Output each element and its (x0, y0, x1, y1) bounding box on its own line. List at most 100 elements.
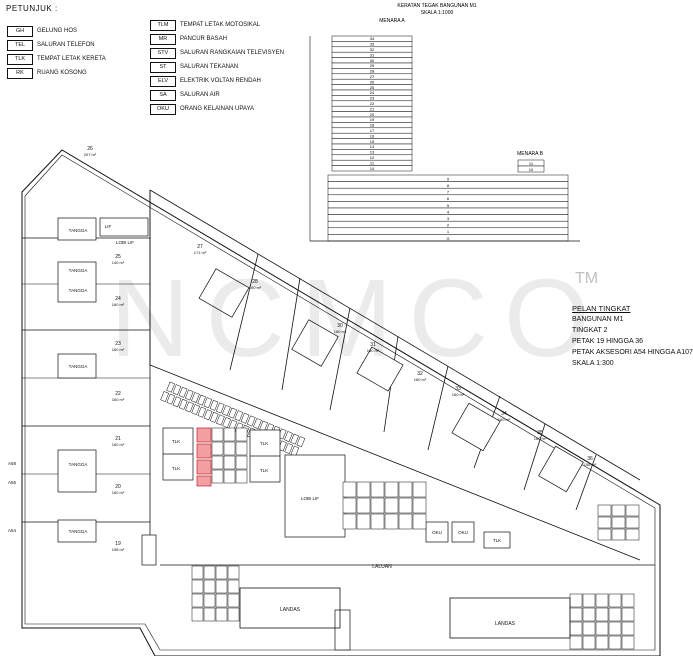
landas-area (449, 597, 571, 639)
landas-areas (160, 564, 655, 639)
legend-label-rk: RUANG KOSONG (37, 70, 87, 76)
tower-a-floor-number: 24 (370, 90, 375, 95)
tower-a-floor-number: 14 (370, 144, 375, 149)
tower-a-floor-number: 17 (370, 128, 375, 133)
legend-code-st: ST (150, 62, 176, 73)
accessory-grid-e (597, 504, 640, 541)
tower-a-floor-number: 16 (370, 133, 375, 138)
podium-floor-number: 1 (447, 229, 450, 234)
legend-title: PETUNJUK : (6, 4, 58, 13)
elevation-title: KERATAN TEGAK BANGUNAN M1 (397, 3, 476, 9)
podium-floor-number: 3 (447, 216, 450, 221)
legend-code-gh: GH (7, 26, 33, 37)
accessory-parcel (235, 469, 248, 484)
accessory-parcel (597, 516, 612, 529)
elevation-scale: SKALA 1:1000 (421, 10, 454, 16)
parcel-number: 21 (115, 436, 121, 442)
stair-block (291, 319, 339, 367)
stair-block (57, 217, 97, 241)
accessory-parcel (235, 441, 248, 456)
accessory-parcel (223, 469, 236, 484)
motorcycle-bay (216, 414, 225, 426)
highlighted-parcel (196, 475, 212, 487)
tlk-label: TLK (260, 468, 268, 473)
accessory-parcel (569, 635, 583, 650)
tower-a-floor-number: 15 (370, 139, 375, 144)
motorcycle-bay (222, 405, 231, 416)
motorcycle-bay (160, 391, 169, 402)
motorcycle-bay (234, 410, 244, 422)
accessory-parcel (223, 455, 236, 470)
parcel-area: 160 m² (334, 329, 347, 334)
podium-floor-number: 7 (447, 190, 450, 195)
accessory-parcel (595, 607, 609, 622)
parcel-number: 27 (197, 244, 203, 250)
accessory-parcel (621, 635, 635, 650)
accessory-parcel (608, 635, 622, 650)
tangga-label: TANGGA (69, 228, 88, 233)
tower-a-floor-number: 23 (370, 96, 375, 101)
motorcycle-bay (284, 443, 293, 454)
accessory-parcel (384, 513, 399, 530)
landas-label: LANDAS (280, 607, 301, 613)
accessory-parcel (625, 516, 640, 529)
parcel-number: 20 (115, 484, 121, 490)
parcel-area: 171 m² (194, 250, 207, 255)
tangga-label: TANGGA (69, 268, 88, 273)
podium-floor-number: 4 (447, 209, 450, 214)
legend-code-tel: TEL (7, 40, 33, 51)
parcel-area: 160 m² (452, 392, 465, 397)
accessory-parcel (611, 528, 626, 541)
podium-floor-number: 2 (447, 223, 450, 228)
site-boundary (21, 149, 661, 656)
accessory-parcel (342, 481, 357, 498)
motorcycle-bay (166, 381, 175, 393)
highlighted-parcel (196, 459, 212, 475)
motorcycle-bay (197, 394, 206, 406)
tower-a-floor-number: 31 (370, 52, 375, 57)
accessory-parcel (227, 579, 240, 594)
plan-scale: SKALA 1:300 (572, 360, 614, 367)
accessory-parcel (191, 593, 204, 608)
tlk-label: TLK (172, 439, 180, 444)
parcel-number: 34 (501, 411, 507, 417)
parcel-area: 160 m² (367, 348, 380, 353)
accessory-parcel (191, 565, 204, 580)
parcel-area: 160 m² (112, 397, 125, 402)
motorcycle-bay (222, 417, 231, 428)
tower-a-floors: 3433323130292827262524232221201918171615… (331, 35, 413, 172)
accessory-parcel (356, 497, 371, 514)
accessory-parcel (582, 607, 596, 622)
parcel-number: 30 (337, 323, 343, 329)
legend-label-st: SALURAN TEKANAN (180, 64, 239, 70)
parcel-number: 22 (115, 391, 121, 397)
parcel-number: 33 (455, 386, 461, 392)
stair-block (57, 519, 97, 543)
accessory-parcel (621, 607, 635, 622)
accessory-parcel (582, 621, 596, 636)
accessory-parcel (398, 481, 413, 498)
accessory-parcel (595, 593, 609, 608)
accessory-parcel (625, 504, 640, 517)
motorcycle-bay (172, 396, 182, 408)
legend-code-mr: MR (150, 34, 176, 45)
parcel-area: 158 m² (584, 462, 597, 467)
left-stair-blocks (57, 217, 157, 566)
parcel-number: 25 (115, 254, 121, 260)
accessory-parcel (227, 593, 240, 608)
parcel-number: 24 (115, 296, 121, 302)
accessory-parcel (384, 481, 399, 498)
parcel-area: 160 m² (112, 442, 125, 447)
motorcycle-bay (209, 411, 219, 423)
stair-block (57, 353, 97, 379)
legend-code-stv: STV (150, 48, 176, 59)
accessory-parcel (235, 455, 248, 470)
tower-a-floor-number: 22 (370, 101, 375, 106)
accessory-parcel (191, 579, 204, 594)
parcel-number: 23 (115, 341, 121, 347)
stair-block (141, 534, 157, 566)
accessory-parcel (621, 621, 635, 636)
